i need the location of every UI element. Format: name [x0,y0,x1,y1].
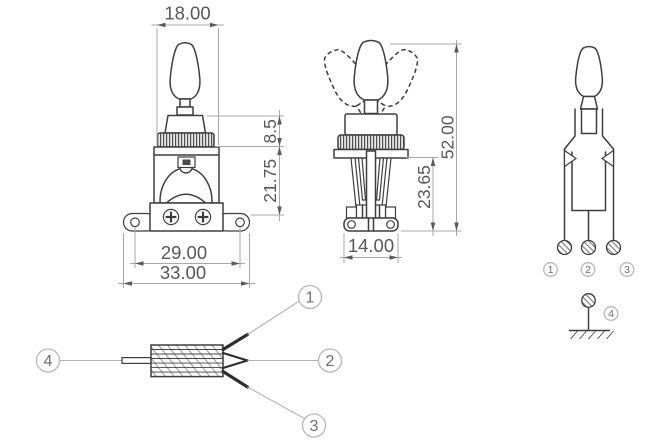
prong-1 [221,332,250,352]
schematic-view: 1 2 3 4 [543,45,635,340]
prong-2-lower [221,359,249,370]
side-bushing-cap [344,113,398,136]
detail-common-rod [121,357,152,365]
front-switch-body [153,146,220,204]
side-knurled-nut [337,134,405,151]
dim-text-52: 52.00 [438,115,458,159]
schematic-contact-left [563,149,578,168]
terminal-label-3: 3 [619,262,635,277]
schematic-contact-right [600,149,615,168]
terminal-label-4: 4 [603,306,619,321]
prong-2-upper [221,351,249,362]
dim-side-bracket-width: 14.00 [340,233,402,263]
svg-text:3: 3 [310,418,319,435]
dim-text-14: 14.00 [348,235,394,256]
front-screw-right [194,208,212,226]
dim-text-23-65: 23.65 [414,165,434,209]
front-screw-left [162,208,180,226]
side-bottom-bracket [343,217,399,232]
dim-front-overall-width: 33.00 [118,233,255,288]
dim-side-overall-height: 52.00 [390,40,462,236]
front-left-mount-hole [130,217,140,228]
detail-blade-prongs [221,332,250,389]
terminal-2-pad [580,239,597,256]
dim-text-21-75: 21.75 [260,159,280,203]
front-bushing-cap [164,114,207,134]
terminal-label-2: 2 [580,262,596,277]
front-toggle-knob [169,42,201,116]
detail-label-2: 2 [317,348,343,373]
svg-text:1: 1 [548,264,554,276]
detail-label-1: 1 [297,284,323,310]
svg-text:4: 4 [608,308,614,320]
dim-front-width: 18.00 [151,3,224,145]
svg-text:4: 4 [44,353,53,370]
side-lever-throw-positions [315,39,427,124]
front-right-mount-hole [235,217,245,228]
ground-terminal-pad [581,293,596,308]
leader-3 [247,386,305,419]
dim-side-below-plate: 23.65 [406,157,438,236]
detail-label-3: 3 [301,413,327,438]
front-mounting-bracket [122,202,251,232]
front-body-tab-slot [182,159,191,165]
front-cam-arch [159,167,213,204]
side-view: 52.00 23.65 14.00 [315,39,462,263]
dim-text-29: 29.00 [161,242,207,263]
svg-text:2: 2 [585,264,591,276]
schematic-toggle-knob [574,45,604,110]
front-view: 18.00 8.5 21.75 29.00 [118,3,284,288]
dim-front-hole-spacing: 29.00 [130,227,245,268]
detail-label-4: 4 [35,348,61,373]
dim-text-33: 33.00 [160,262,206,283]
side-terminal-blades [345,150,397,232]
svg-text:2: 2 [326,353,335,370]
schematic-housing [563,108,615,242]
svg-text:3: 3 [624,264,630,276]
terminal-3-pad [605,239,622,256]
dim-text-8-5: 8.5 [260,119,280,143]
front-knurled-nut [156,132,215,148]
prong-3 [221,369,250,389]
svg-text:1: 1 [306,290,315,307]
dim-front-heights: 8.5 21.75 [207,110,284,221]
ground-symbol [569,293,614,340]
blade-detail-view: 4 1 2 3 [35,284,343,438]
leader-1 [247,300,300,335]
dim-text-18: 18.00 [164,3,210,24]
terminal-label-1: 1 [543,262,558,277]
front-cam-inner-arc [166,193,206,204]
schematic-actuator [580,108,598,135]
detail-contact-block [150,344,224,378]
terminal-1-pad [556,239,573,256]
